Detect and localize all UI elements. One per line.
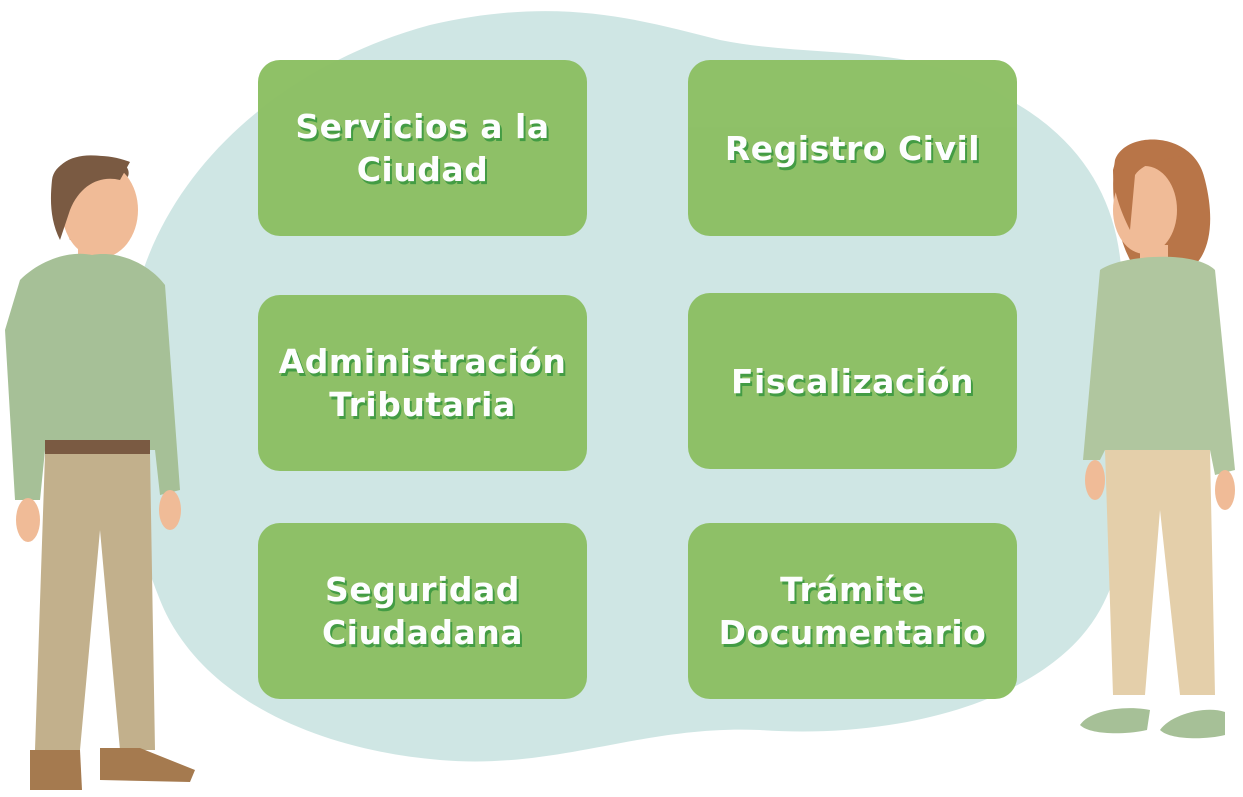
card-label: Administración Tributaria (278, 342, 567, 424)
woman-illustration (1080, 139, 1235, 739)
man-illustration (5, 155, 195, 790)
service-card-servicios-ciudad[interactable]: Servicios a la Ciudad (258, 60, 587, 236)
service-card-tramite-documentario[interactable]: Trámite Documentario (688, 523, 1017, 699)
card-label: Seguridad Ciudadana (321, 570, 524, 652)
service-card-administracion-tributaria[interactable]: Administración Tributaria (258, 295, 587, 471)
service-card-seguridad-ciudadana[interactable]: Seguridad Ciudadana (258, 523, 587, 699)
card-label: Registro Civil (724, 128, 981, 168)
service-card-fiscalizacion[interactable]: Fiscalización (688, 293, 1017, 469)
card-label: Servicios a la Ciudad (295, 107, 550, 189)
card-label: Trámite Documentario (718, 570, 987, 652)
card-label: Fiscalización (731, 361, 974, 401)
service-card-registro-civil[interactable]: Registro Civil (688, 60, 1017, 236)
